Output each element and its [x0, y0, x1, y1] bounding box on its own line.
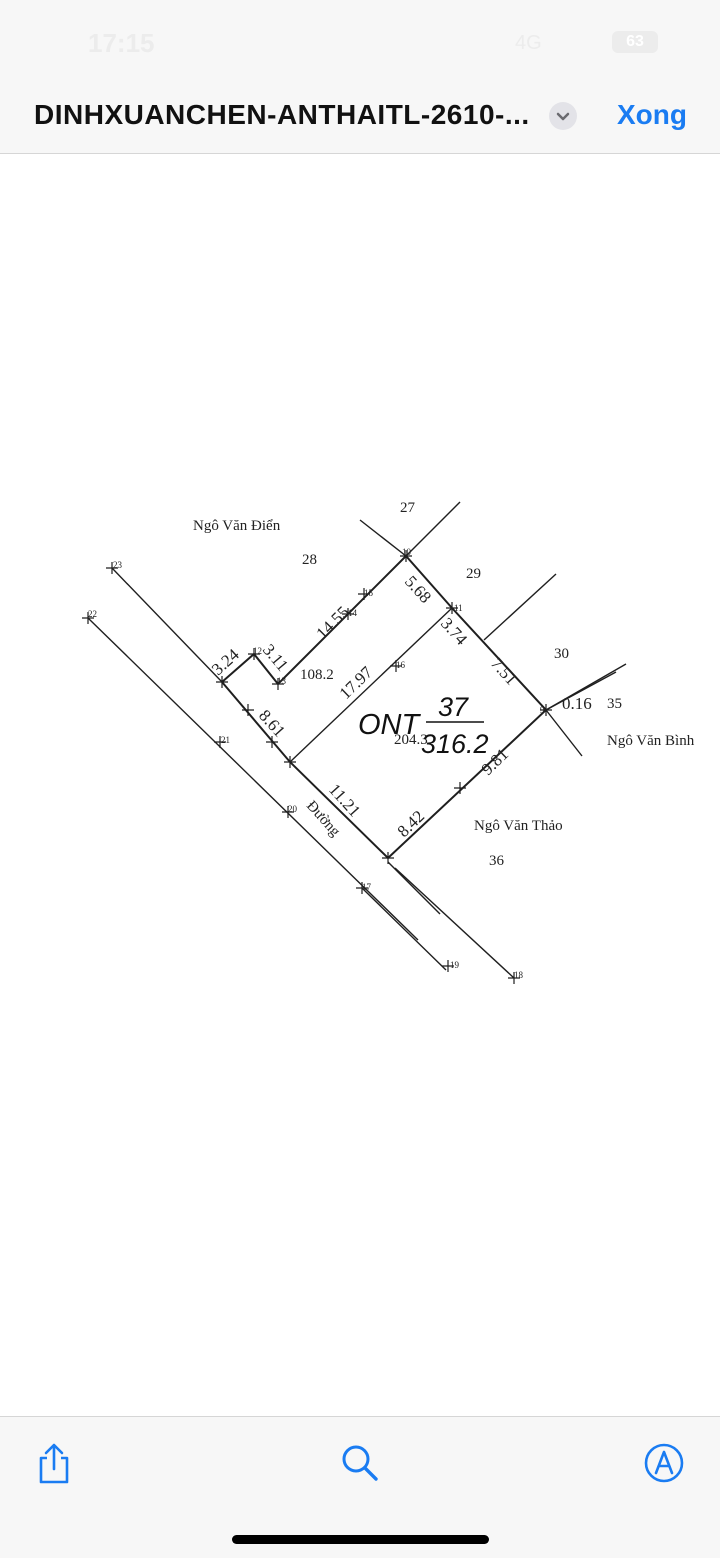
survey-points [82, 550, 552, 984]
point-number-labels: 10 11 12 13 14 15 16 17 18 19 20 21 22 2… [88, 547, 545, 980]
parcel-number-labels: 27 28 29 30 35 36 [302, 500, 622, 869]
point-label: 14 [348, 608, 358, 618]
point-label: 17 [362, 882, 372, 892]
owner-label: Ngô Văn Điển [193, 518, 281, 534]
edge-length: 8.42 [394, 807, 429, 841]
owner-label: Ngô Văn Bình [607, 733, 695, 749]
share-button[interactable] [32, 1441, 76, 1485]
area-labels: 108.2 204.3 [300, 667, 428, 748]
point-label: 11 [454, 603, 463, 613]
point-label: 15 [364, 588, 374, 598]
sub-area-label: 108.2 [300, 667, 334, 683]
battery-indicator: 63 [612, 31, 658, 53]
share-icon [39, 1443, 69, 1484]
point-label: 12 [253, 646, 262, 656]
document-viewer[interactable]: 10 11 12 13 14 15 16 17 18 19 20 21 22 2… [0, 154, 720, 1416]
markup-icon [644, 1443, 684, 1483]
point-label: 21 [221, 735, 230, 745]
edge-length: 14.55 [312, 602, 352, 642]
point-label: 16 [396, 660, 406, 670]
title-menu-button[interactable] [549, 102, 577, 130]
parcel-number: 28 [302, 552, 317, 568]
parcel-number: 27 [400, 500, 416, 516]
markup-button[interactable] [642, 1441, 686, 1485]
home-indicator[interactable] [232, 1535, 489, 1544]
parcel-number-main: 37 [438, 692, 469, 722]
chevron-down-icon [556, 112, 570, 121]
edge-length: 5.68 [401, 572, 435, 607]
parcel-area-main: 316.2 [421, 729, 489, 759]
parcel-number: 29 [466, 566, 481, 582]
owner-labels: Ngô Văn Điển Ngô Văn Bình Ngô Văn Thảo Đ… [193, 518, 695, 840]
cadastral-map: 10 11 12 13 14 15 16 17 18 19 20 21 22 2… [82, 500, 695, 984]
parcel-code: ONT 37 316.2 [358, 692, 489, 759]
edge-length: 8.61 [255, 706, 289, 741]
parcel-number: 35 [607, 696, 622, 712]
edge-length: 3.74 [437, 614, 471, 649]
point-label: 18 [514, 970, 524, 980]
point-label: 22 [88, 609, 97, 619]
search-icon [342, 1445, 378, 1481]
status-time: 17:15 [88, 28, 155, 58]
owner-label: Ngô Văn Thảo [474, 818, 563, 834]
edge-length: 3.11 [259, 640, 292, 675]
parcel-number: 30 [554, 646, 569, 662]
point-label: 23 [113, 560, 123, 570]
point-label: 10 [402, 547, 412, 557]
edge-length-labels: 5.68 14.55 3.24 3.11 17.97 3.74 7.51 0.1… [208, 572, 592, 841]
bottom-toolbar [0, 1416, 720, 1558]
edge-length: 0.16 [562, 694, 592, 713]
search-button[interactable] [338, 1441, 382, 1485]
point-label: 20 [288, 804, 298, 814]
sub-area-label: 204.3 [394, 732, 428, 748]
point-label: 9 [540, 705, 545, 715]
edge-length: 17.97 [336, 662, 377, 703]
boundary-lines [87, 501, 627, 979]
edge-length: 7.51 [487, 654, 521, 689]
point-label: 13 [277, 676, 287, 686]
signal-indicator: 4G [515, 32, 542, 54]
done-button[interactable]: Xong [617, 99, 687, 130]
document-title[interactable]: DINHXUANCHEN-ANTHAITL-2610-... [34, 99, 530, 130]
land-type-label: ONT [358, 709, 422, 741]
parcel-number: 36 [489, 853, 505, 869]
point-label: 19 [450, 960, 460, 970]
navigation-bar: 17:15 4G 63 DINHXUANCHEN-ANTHAITL-2610-.… [0, 0, 720, 154]
status-bar: 17:15 4G 63 [0, 22, 720, 62]
